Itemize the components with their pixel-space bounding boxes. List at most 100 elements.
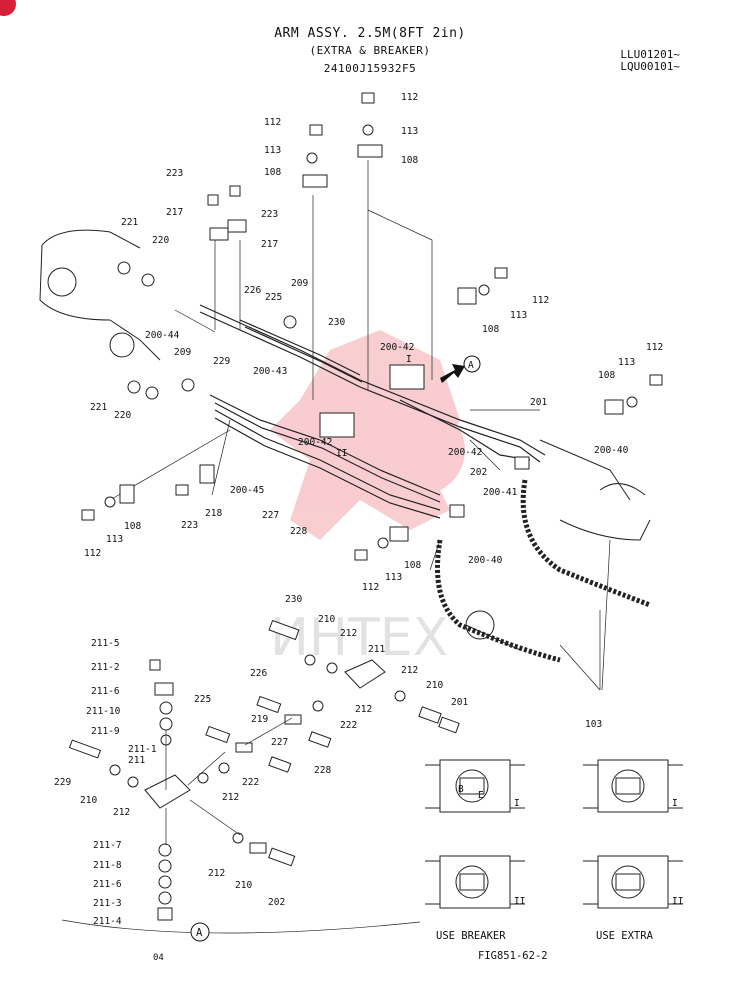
label-211-7: 211-7	[93, 840, 122, 851]
detail-a-marker: A	[190, 922, 210, 942]
corner-badge	[0, 0, 16, 16]
label-108: 108	[482, 324, 499, 335]
valve-e-label: E	[478, 790, 484, 801]
label-211-9: 211-9	[91, 726, 120, 737]
label-202: 202	[268, 897, 285, 908]
label-108: 108	[404, 560, 421, 571]
label-228: 228	[314, 765, 331, 776]
page-number: 04	[153, 953, 164, 963]
valve-insets	[425, 759, 683, 909]
label-230: 230	[285, 594, 302, 605]
label-211-10: 211-10	[86, 706, 121, 717]
label-211-2: 211-2	[91, 662, 120, 673]
label-211-6: 211-6	[91, 686, 120, 697]
roman-2-label: II	[514, 896, 525, 907]
label-112: 112	[362, 582, 379, 593]
label-212: 212	[113, 807, 130, 818]
pipe-lines	[199, 304, 546, 519]
label-221: 221	[121, 217, 138, 228]
label-108: 108	[598, 370, 615, 381]
label-108: 108	[401, 155, 418, 166]
label-209: 209	[291, 278, 308, 289]
figure-code: FIG851-62-2	[478, 950, 548, 962]
valve-b-label: B	[458, 784, 464, 795]
label-226: 226	[244, 285, 261, 296]
roman-1-label: I	[672, 798, 678, 809]
label-108: 108	[124, 521, 141, 532]
label-217: 217	[261, 239, 278, 250]
label-200-44: 200-44	[145, 330, 180, 341]
label-210: 210	[318, 614, 335, 625]
roman-1-label: I	[514, 798, 520, 809]
hoses	[435, 479, 651, 663]
roman-2-label: II	[672, 896, 683, 907]
label-210: 210	[80, 795, 97, 806]
label-211-4: 211-4	[93, 916, 122, 927]
label-113: 113	[401, 126, 418, 137]
label-222: 222	[242, 777, 259, 788]
diagram-subtitle: (EXTRA & BREAKER)	[309, 44, 431, 57]
label-202: 202	[470, 467, 487, 478]
svg-text:A: A	[196, 927, 203, 939]
arm-body	[39, 229, 651, 651]
label-200-42: 200-42	[448, 447, 482, 458]
diagram-title: ARM ASSY. 2.5M(8FT 2in)	[274, 26, 466, 41]
label-113: 113	[106, 534, 123, 545]
label-211-8: 211-8	[93, 860, 122, 871]
label-219: 219	[251, 714, 268, 725]
watermark-text: ИНТЕХ	[270, 608, 448, 668]
part-glyphs	[81, 92, 663, 561]
label-200-43: 200-43	[253, 366, 287, 377]
label-220: 220	[152, 235, 169, 246]
detail-a-labels: 230 210 212 211 211-5 211-2 211-6 211-10…	[54, 594, 468, 927]
label-108: 108	[264, 167, 281, 178]
label-113: 113	[618, 357, 635, 368]
label-113: 113	[385, 572, 402, 583]
label-225: 225	[265, 292, 282, 303]
detail-a-parts	[68, 619, 460, 921]
label-211-5: 211-5	[91, 638, 120, 649]
label-200-40: 200-40	[468, 555, 503, 566]
label-211: 211	[368, 644, 385, 655]
label-112: 112	[532, 295, 549, 306]
roman-numeral-2: II	[336, 448, 347, 459]
label-221: 221	[90, 402, 107, 413]
label-112: 112	[264, 117, 281, 128]
label-112: 112	[401, 92, 418, 103]
label-228: 228	[290, 526, 307, 537]
label-227: 227	[262, 510, 279, 521]
label-112: 112	[646, 342, 663, 353]
label-200-40: 200-40	[594, 445, 629, 456]
label-209: 209	[174, 347, 191, 358]
label-218: 218	[205, 508, 222, 519]
label-113: 113	[510, 310, 527, 321]
label-225: 225	[194, 694, 211, 705]
label-212: 212	[355, 704, 372, 715]
label-212: 212	[340, 628, 357, 639]
label-212: 212	[222, 792, 239, 803]
upper-part-labels: 112 113 108 112 113 108 223 223 217 217 …	[84, 92, 663, 730]
label-227: 227	[271, 737, 288, 748]
label-103: 103	[585, 719, 602, 730]
label-226: 226	[250, 668, 267, 679]
use-extra-caption: USE EXTRA	[596, 930, 653, 942]
label-229: 229	[213, 356, 230, 367]
label-223: 223	[181, 520, 198, 531]
label-211-1: 211-1	[128, 744, 157, 755]
label-113: 113	[264, 145, 281, 156]
label-211-3: 211-3	[93, 898, 122, 909]
label-201: 201	[530, 397, 547, 408]
serial-range-2: LQU00101~	[620, 60, 680, 73]
label-223: 223	[166, 168, 183, 179]
label-200-42: 200-42	[380, 342, 414, 353]
label-200-41: 200-41	[483, 487, 518, 498]
label-112: 112	[84, 548, 101, 559]
label-200-45: 200-45	[230, 485, 264, 496]
label-210: 210	[426, 680, 443, 691]
label-229: 229	[54, 777, 71, 788]
label-230: 230	[328, 317, 345, 328]
serial-range-1: LLU01201~	[620, 48, 680, 61]
label-200-42: 200-42	[298, 437, 332, 448]
label-201: 201	[451, 697, 468, 708]
